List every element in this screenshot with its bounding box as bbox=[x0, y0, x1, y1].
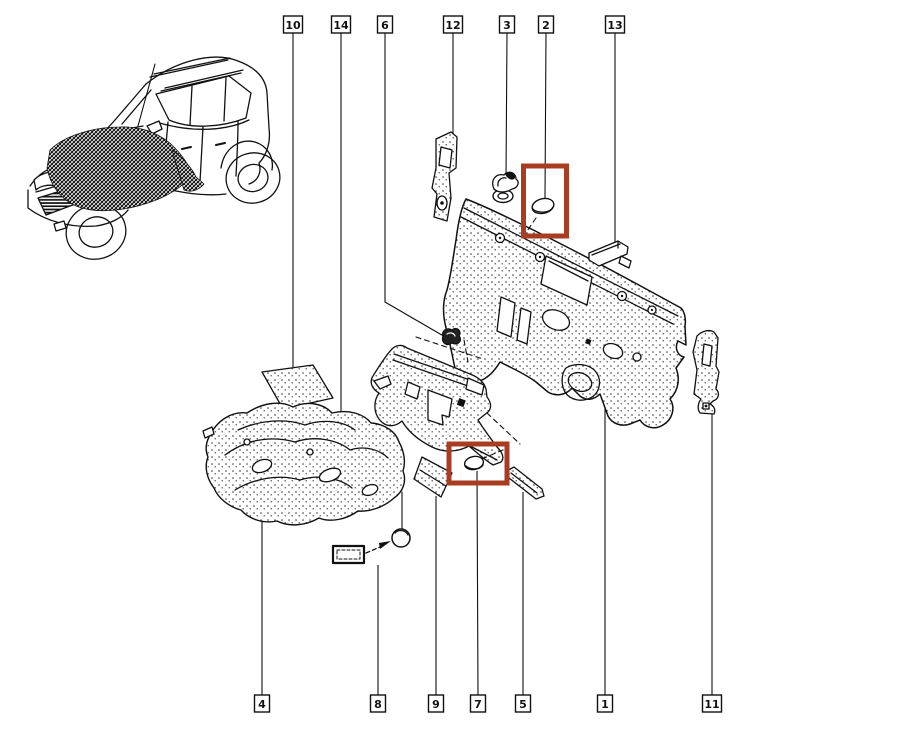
leader-line-7 bbox=[476, 470, 479, 696]
callout-number-label: 6 bbox=[381, 19, 389, 32]
callout-1[interactable]: 1 bbox=[596, 694, 614, 713]
part-11-shape bbox=[692, 329, 720, 415]
callout-number-label: 1 bbox=[601, 698, 609, 711]
callout-14[interactable]: 14 bbox=[330, 15, 352, 34]
part-9-shape bbox=[413, 456, 453, 498]
callout-number-label: 10 bbox=[285, 19, 301, 32]
callout-number-label: 5 bbox=[519, 698, 527, 711]
highlight-box-part-7 bbox=[446, 441, 510, 486]
part-8-fastener-shape bbox=[391, 491, 411, 548]
callout-13[interactable]: 13 bbox=[604, 15, 626, 34]
callout-number-label: 3 bbox=[503, 19, 511, 32]
part-12-shape bbox=[431, 131, 458, 222]
callout-7[interactable]: 7 bbox=[469, 694, 487, 713]
callout-8[interactable]: 8 bbox=[369, 694, 387, 713]
callout-box[interactable] bbox=[537, 15, 555, 34]
part-13-shape bbox=[588, 240, 632, 269]
part-6-clip-shape bbox=[441, 327, 462, 346]
highlight-box-part-2 bbox=[521, 163, 569, 239]
callout-number-label: 9 bbox=[432, 698, 440, 711]
callout-10[interactable]: 10 bbox=[282, 15, 304, 34]
part-3-shape bbox=[492, 171, 519, 204]
leader-line-14 bbox=[340, 33, 358, 432]
vehicle-location-pointer-line bbox=[137, 63, 156, 127]
selected-part-highlights bbox=[446, 163, 569, 486]
callout-box[interactable] bbox=[442, 15, 464, 34]
callout-2[interactable]: 2 bbox=[537, 15, 555, 34]
vehicle-illustration bbox=[27, 56, 281, 260]
callout-number-label: 2 bbox=[542, 19, 550, 32]
callout-6[interactable]: 6 bbox=[376, 15, 394, 34]
part-1-shape bbox=[442, 198, 687, 429]
callout-9[interactable]: 9 bbox=[427, 694, 445, 713]
part-4-shape bbox=[202, 402, 406, 526]
part-6-shape bbox=[370, 344, 504, 466]
leader-line-6 bbox=[384, 33, 448, 339]
part-2-shape bbox=[531, 197, 555, 215]
callout-box[interactable] bbox=[596, 694, 614, 713]
callout-box[interactable] bbox=[376, 15, 394, 34]
callout-box[interactable] bbox=[514, 694, 532, 713]
callout-12[interactable]: 12 bbox=[442, 15, 464, 34]
callout-leader-lines bbox=[261, 32, 713, 696]
part-10-shape bbox=[261, 364, 334, 410]
callout-3[interactable]: 3 bbox=[498, 15, 516, 34]
callout-number-label: 8 bbox=[374, 698, 382, 711]
callout-number-label: 11 bbox=[704, 698, 719, 711]
callout-number-label: 13 bbox=[607, 19, 622, 32]
assembly-dashed-lines bbox=[415, 217, 537, 460]
callout-5[interactable]: 5 bbox=[514, 694, 532, 713]
callout-box[interactable] bbox=[498, 15, 516, 34]
leader-line-3 bbox=[505, 32, 508, 179]
callout-box[interactable] bbox=[469, 694, 487, 713]
part-8-shape bbox=[331, 541, 391, 565]
callout-number-label: 12 bbox=[445, 19, 460, 32]
callout-box[interactable] bbox=[330, 15, 352, 34]
callout-number-label: 14 bbox=[333, 19, 349, 32]
callout-11[interactable]: 11 bbox=[701, 694, 723, 713]
callout-box[interactable] bbox=[369, 694, 387, 713]
leader-line-2 bbox=[544, 32, 547, 199]
callout-number-label: 4 bbox=[258, 698, 266, 711]
callout-box[interactable] bbox=[604, 15, 626, 34]
callout-box[interactable] bbox=[253, 694, 271, 713]
callout-number-label: 7 bbox=[474, 698, 482, 711]
callout-4[interactable]: 4 bbox=[253, 694, 271, 713]
part-7-shape bbox=[463, 455, 485, 471]
callout-box[interactable] bbox=[427, 694, 445, 713]
callout-box[interactable] bbox=[701, 694, 723, 713]
part-5-shape bbox=[506, 466, 545, 500]
callout-box[interactable] bbox=[282, 15, 304, 34]
